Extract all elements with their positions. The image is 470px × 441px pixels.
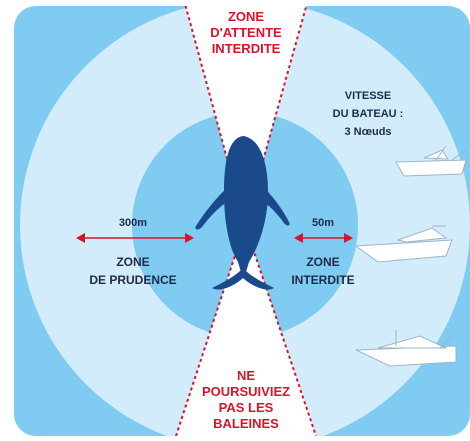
top-wedge-line-2: D'ATTENTE — [210, 25, 282, 40]
forbidden-label-line-2: INTERDITE — [291, 273, 354, 287]
prudence-label-line-2: DE PRUDENCE — [89, 273, 176, 287]
speed-line-1: VITESSE — [345, 90, 391, 102]
prudence-distance: 300m — [119, 217, 147, 229]
top-wedge-line-1: ZONE — [228, 9, 264, 24]
top-wedge-line-3: INTERDITE — [212, 41, 281, 56]
bottom-wedge-line-3: PAS LES — [219, 400, 274, 415]
forbidden-distance: 50m — [312, 217, 334, 229]
bottom-wedge-line-1: NE — [237, 368, 255, 383]
bottom-wedge-line-2: POURSUIVIEZ — [202, 384, 290, 399]
bottom-wedge-line-4: BALEINES — [213, 416, 279, 431]
forbidden-label-line-1: ZONE — [306, 255, 339, 269]
speed-line-2: DU BATEAU : — [333, 108, 404, 120]
prudence-label-line-1: ZONE — [116, 255, 149, 269]
speed-value: 3 Nœuds — [344, 126, 391, 138]
